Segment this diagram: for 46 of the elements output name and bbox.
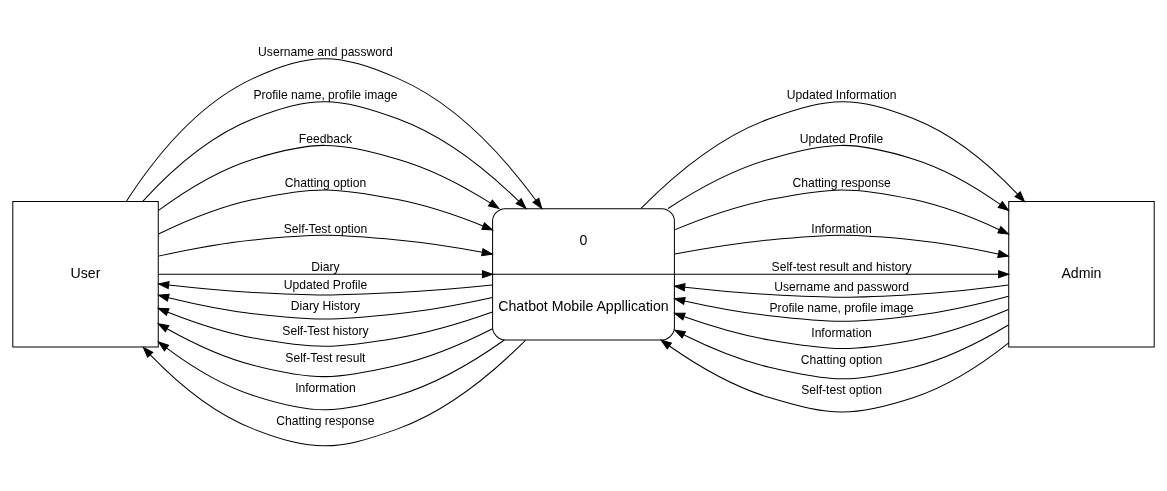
arrow — [157, 293, 493, 320]
edge-label: Profile name, profile image — [769, 300, 914, 315]
edge-label: Updated Profile — [799, 131, 884, 146]
edge-label: Information — [811, 221, 872, 235]
edge-label: Diary History — [290, 298, 361, 313]
arrow — [673, 282, 1009, 298]
node-box: Admin — [1008, 200, 1155, 348]
edge-label: Username and password — [258, 44, 393, 59]
node-box: User — [12, 200, 159, 348]
arrow — [157, 339, 505, 410]
arrow — [659, 338, 1010, 413]
arrow — [674, 234, 1010, 258]
edge-label: Chatting option — [284, 175, 367, 190]
edge-label: Updated Profile — [283, 277, 368, 292]
arrow — [674, 269, 1011, 279]
edge-label: Diary — [311, 259, 340, 274]
edge-label: Username and password — [774, 279, 909, 294]
edge-label: Self-test option — [801, 382, 882, 397]
arrow — [158, 144, 501, 211]
arrow — [142, 100, 527, 209]
edge-label: Updated Information — [786, 87, 897, 102]
edge-label: Information — [295, 380, 356, 395]
edge-label: Chatting option — [800, 352, 883, 367]
edge-label: Self-Test result — [285, 350, 366, 365]
arrow — [673, 308, 1009, 349]
edge-label: Self-test result and history — [771, 259, 912, 274]
edge-label: Self-Test history — [282, 323, 369, 338]
edge-label: Self-Test option — [283, 221, 368, 235]
arrow — [157, 322, 493, 377]
arrow — [157, 269, 495, 279]
edge-label: Chatting response — [792, 175, 891, 190]
arrow — [158, 188, 494, 235]
arrow — [667, 144, 1010, 211]
edge-label: Information — [811, 325, 872, 340]
edge-label: Chatting response — [276, 413, 375, 428]
arrow — [142, 339, 526, 446]
arrow — [158, 234, 494, 257]
arrow — [125, 57, 543, 210]
arrow — [156, 307, 493, 347]
edge-label: Feedback — [298, 131, 353, 146]
arrow — [673, 295, 1010, 322]
arrow — [673, 324, 1009, 379]
arrow — [157, 280, 493, 295]
arrow — [674, 188, 1010, 235]
arrow — [640, 100, 1026, 209]
edge-label: Profile name, profile image — [253, 87, 398, 102]
